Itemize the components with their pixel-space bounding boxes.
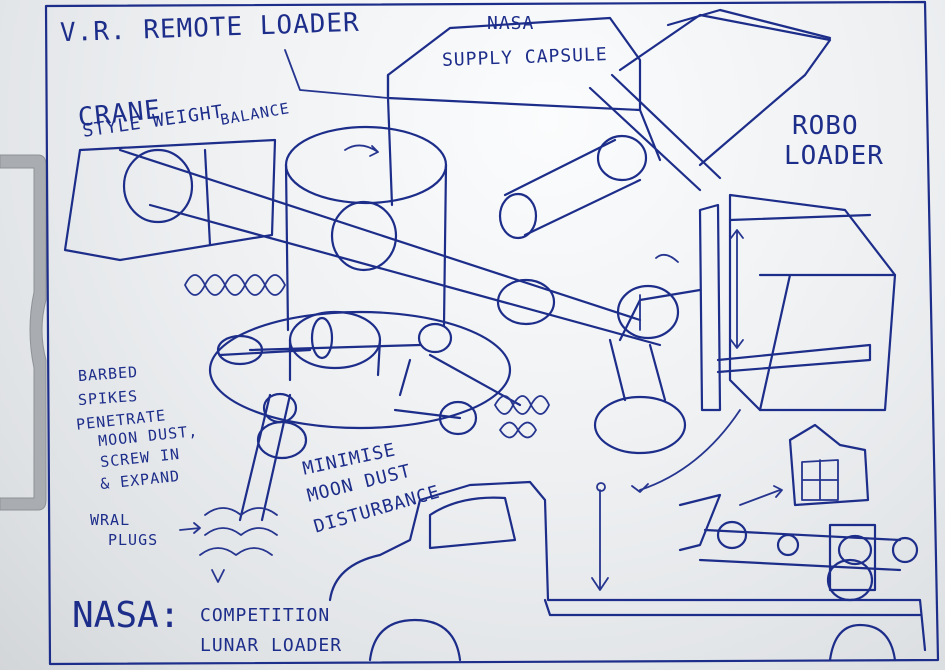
supply-capsule — [284, 16, 662, 207]
truck — [328, 480, 927, 662]
crane-cylinder — [284, 125, 448, 332]
robo-label-2: LOADER — [784, 141, 884, 171]
spikes-label-1: BARBED — [77, 362, 139, 386]
robo-label-1: ROBO — [792, 111, 859, 141]
nasa-label: NASA: — [72, 595, 181, 636]
upper-arm — [498, 8, 832, 240]
binder-clip — [0, 154, 47, 511]
capsule-label-1: NASA — [487, 13, 535, 34]
competition-label: COMPETITION — [200, 605, 331, 626]
page-border — [44, 0, 940, 666]
spikes-label-2: SPIKES — [77, 386, 139, 410]
robo-loader — [593, 193, 897, 455]
plugs-label-1: WRAL — [90, 511, 131, 529]
plugs-label-2: PLUGS — [108, 531, 159, 549]
mini-loader — [631, 409, 919, 602]
lunar-loader-label: LUNAR LOADER — [200, 635, 343, 656]
crane-arm — [63, 138, 662, 347]
barbed-spikes — [179, 274, 550, 583]
